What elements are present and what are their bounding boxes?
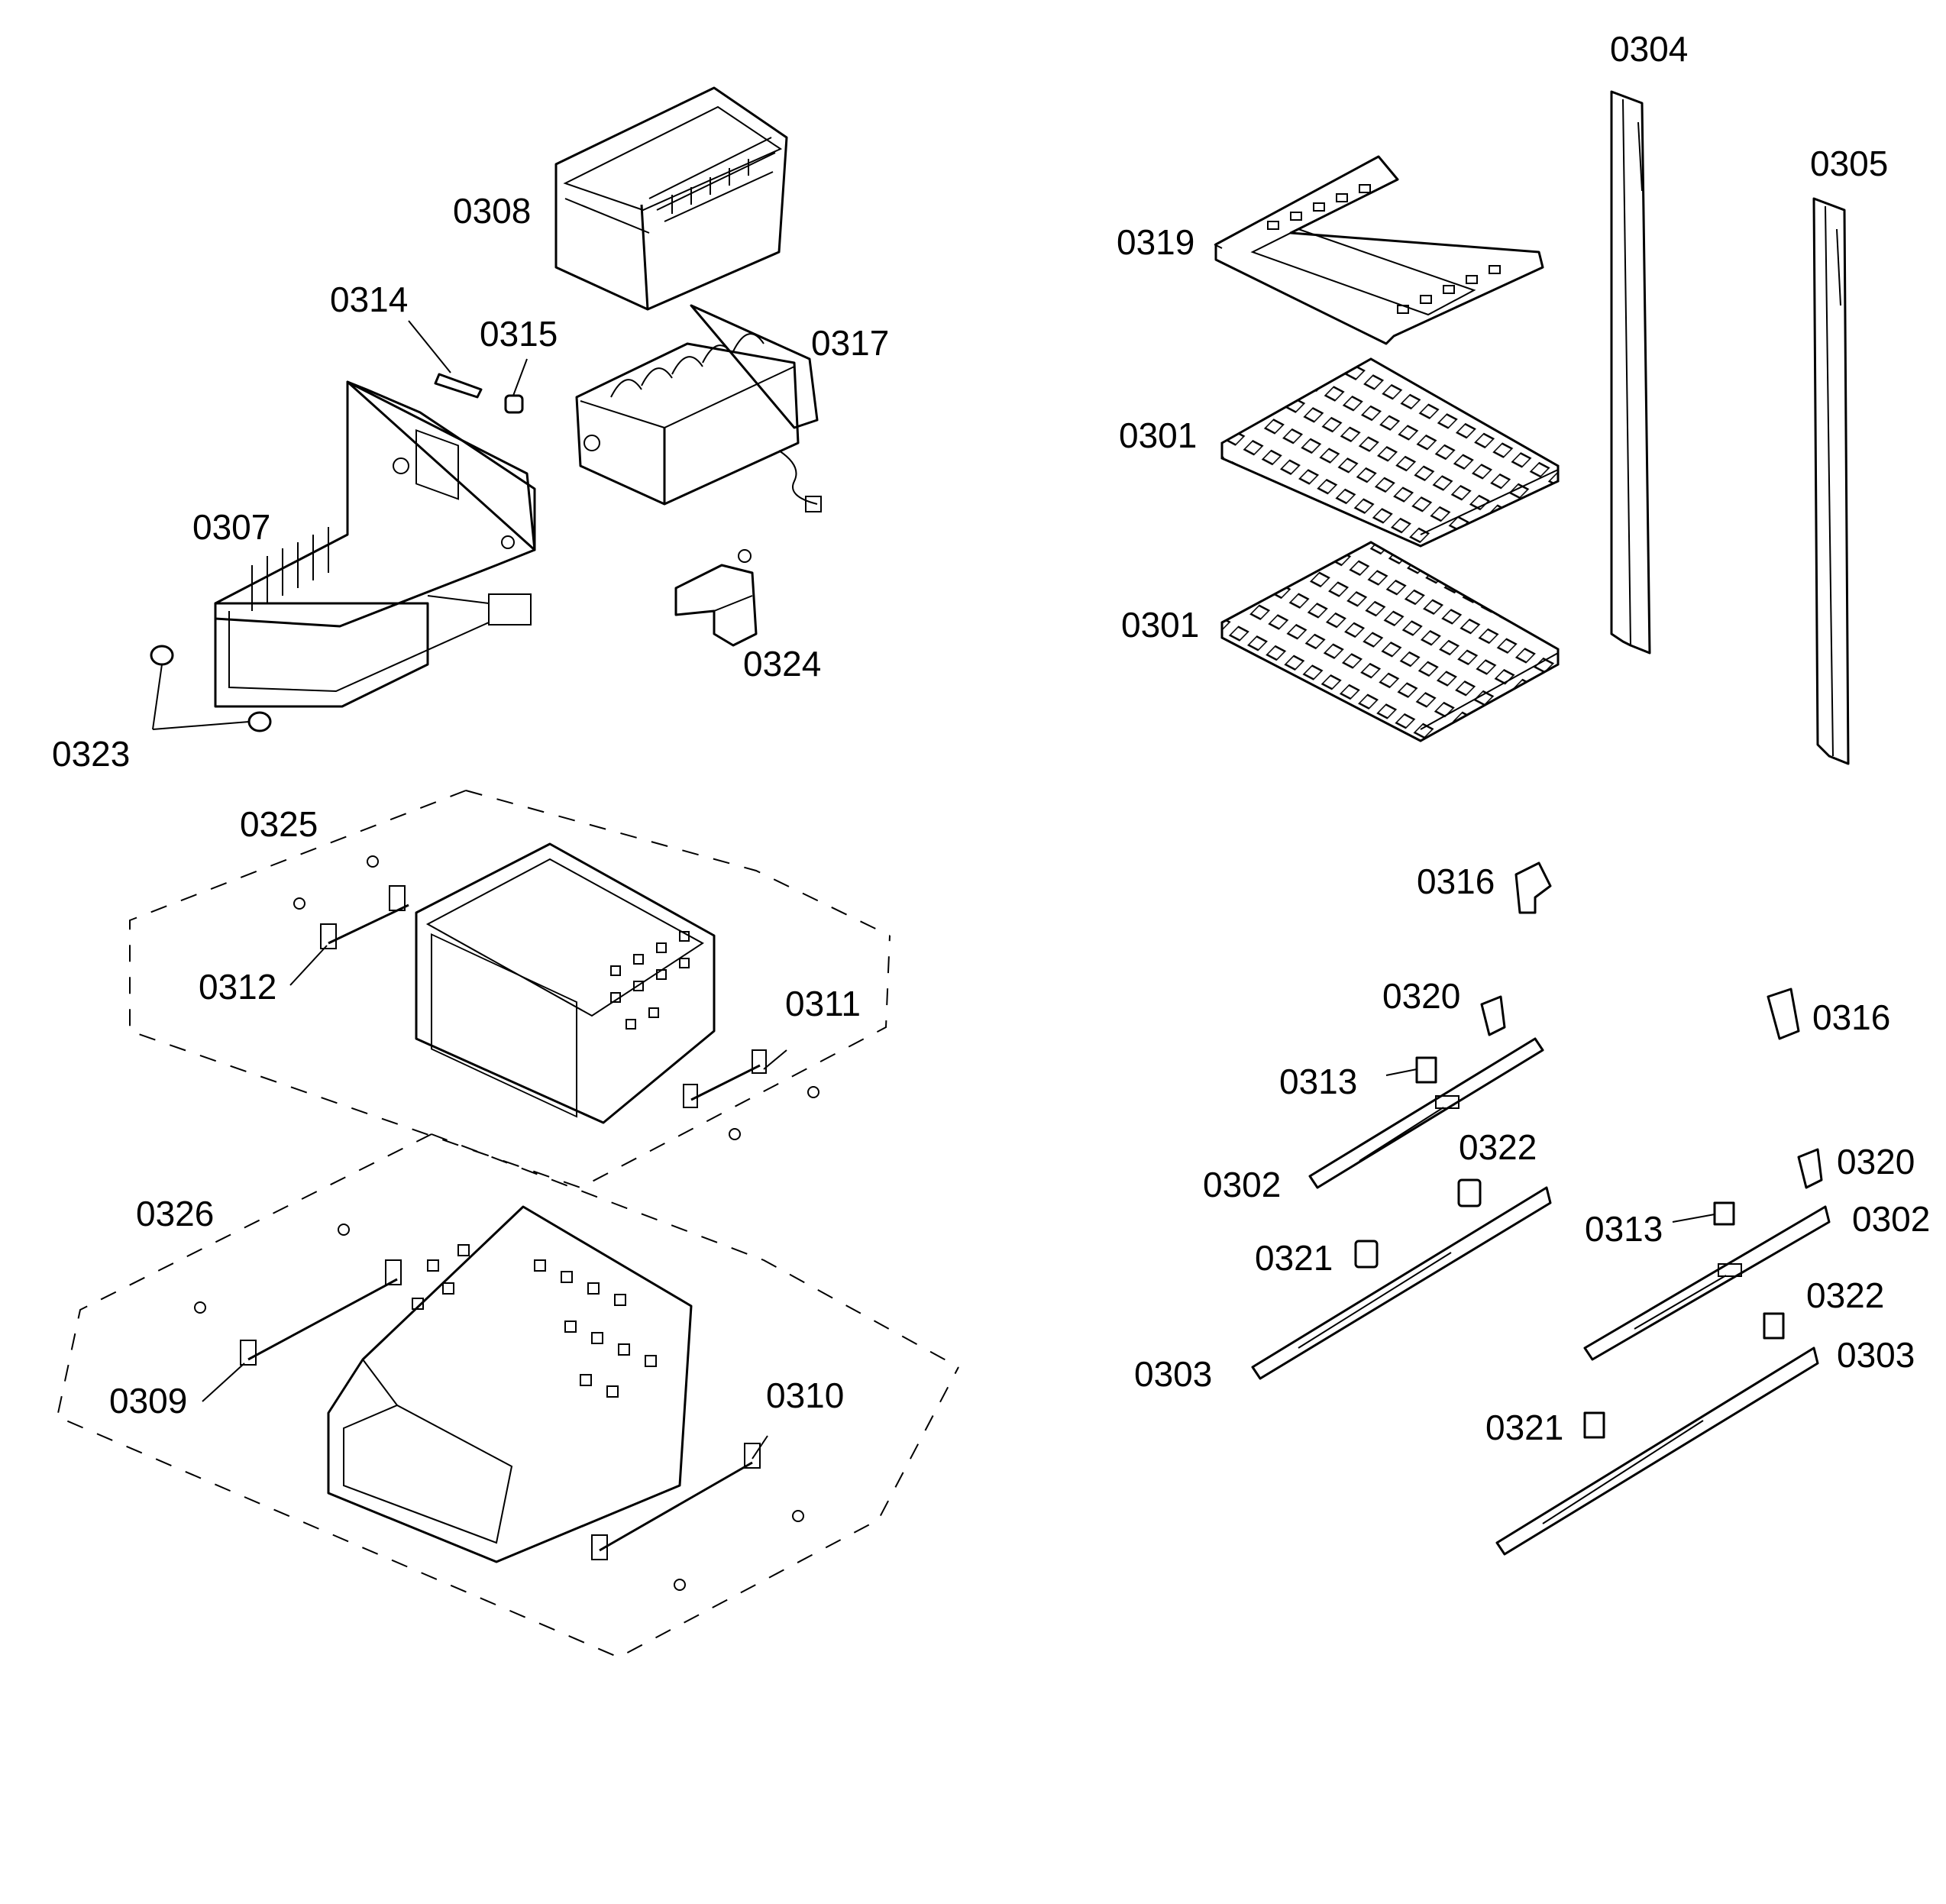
part-0313-clip-right <box>1713 1201 1735 1226</box>
label-0322-left: 0322 <box>1459 1127 1537 1167</box>
part-0316-clip-right <box>1767 988 1800 1040</box>
part-0304-vertical-rail <box>1610 90 1651 655</box>
label-0305: 0305 <box>1810 144 1888 183</box>
label-0325: 0325 <box>240 804 318 844</box>
part-0305-vertical-rail <box>1812 197 1850 765</box>
label-0312: 0312 <box>199 967 276 1007</box>
label-0320-left: 0320 <box>1382 976 1460 1016</box>
label-0302-left: 0302 <box>1203 1165 1281 1204</box>
label-0314: 0314 <box>330 280 408 319</box>
part-0326-drawer-assembly <box>56 1133 959 1659</box>
label-0315: 0315 <box>480 314 558 354</box>
label-0309: 0309 <box>109 1381 187 1421</box>
part-0315-clip <box>504 394 524 414</box>
part-0322-clip-right <box>1763 1312 1785 1340</box>
part-0320-clip-left <box>1480 995 1506 1036</box>
part-0303-slide-right <box>1495 1346 1819 1556</box>
label-0321-right: 0321 <box>1485 1408 1563 1447</box>
part-0302-slide-left <box>1308 1037 1544 1189</box>
label-0322-right: 0322 <box>1806 1275 1884 1315</box>
label-0301-lower: 0301 <box>1121 605 1199 645</box>
label-0304: 0304 <box>1610 29 1688 69</box>
part-0321-clip-right <box>1583 1411 1605 1439</box>
part-0324-bracket <box>674 549 758 647</box>
label-0316-upper: 0316 <box>1417 861 1495 901</box>
part-0308-ice-bin <box>554 86 788 311</box>
label-0320-right: 0320 <box>1837 1142 1915 1182</box>
part-0301-shelf-upper <box>1220 357 1560 548</box>
label-0303-left: 0303 <box>1134 1354 1212 1394</box>
label-0324: 0324 <box>743 644 821 684</box>
part-0317-ice-maker <box>575 304 822 512</box>
label-0319: 0319 <box>1117 222 1194 262</box>
label-0326: 0326 <box>136 1194 214 1233</box>
label-0308: 0308 <box>453 191 531 231</box>
label-0303-right: 0303 <box>1837 1335 1915 1375</box>
part-0303-slide-left <box>1251 1186 1552 1380</box>
label-0323: 0323 <box>52 734 130 774</box>
label-0313-right: 0313 <box>1585 1209 1663 1249</box>
label-0310: 0310 <box>766 1375 844 1415</box>
label-0311: 0311 <box>785 984 861 1023</box>
part-labels: 0308 0314 0315 0317 0307 0324 0323 0304 … <box>52 29 1930 1447</box>
part-0302-slide-right <box>1583 1205 1831 1361</box>
part-0319-shelf-frame <box>1214 155 1544 345</box>
label-0317: 0317 <box>811 323 889 363</box>
label-0302-right: 0302 <box>1852 1199 1930 1239</box>
label-0313-left: 0313 <box>1279 1062 1357 1101</box>
label-0321-left: 0321 <box>1255 1238 1333 1278</box>
part-0301-shelf-lower <box>1220 541 1560 742</box>
part-0313-clip-left <box>1415 1056 1437 1084</box>
label-0316-right: 0316 <box>1812 997 1890 1037</box>
label-0301-upper: 0301 <box>1119 415 1197 455</box>
part-0322-clip-left <box>1457 1178 1482 1207</box>
part-0325-drawer-assembly <box>129 790 891 1189</box>
leader-lines <box>152 244 1715 1460</box>
part-0320-clip-right <box>1797 1148 1823 1189</box>
label-0307: 0307 <box>192 507 270 547</box>
part-0321-clip-left <box>1354 1240 1379 1269</box>
part-0307-frame <box>214 380 536 708</box>
part-0314-strip <box>434 373 483 399</box>
part-0316-clip-upper <box>1514 861 1552 914</box>
